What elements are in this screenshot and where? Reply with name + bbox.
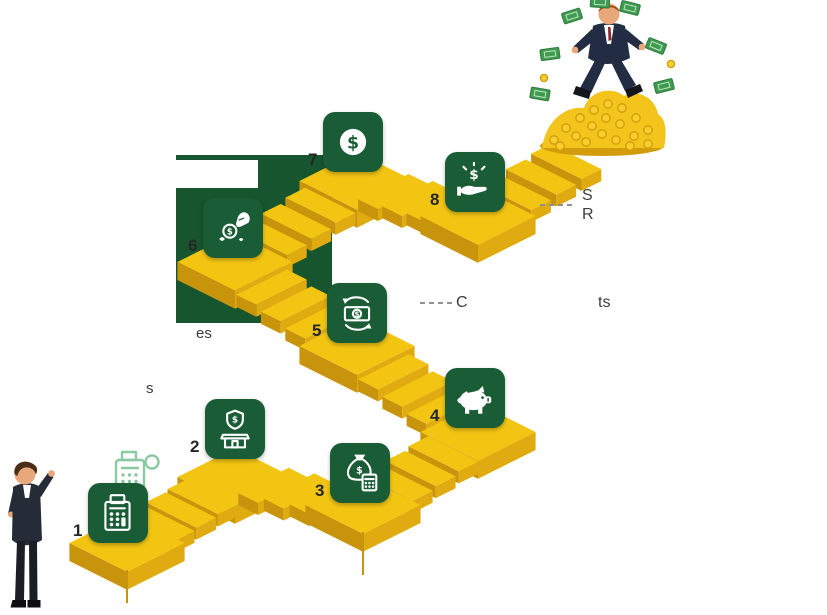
svg-text:$: $ xyxy=(227,227,233,237)
person-at-start xyxy=(8,461,55,608)
step-number-7: 7 xyxy=(308,150,318,169)
insurance-storefront-icon: $ xyxy=(220,409,250,449)
step-number-8: 8 xyxy=(430,190,440,209)
svg-text:$: $ xyxy=(469,167,479,183)
money-bag-calculator-icon: $ xyxy=(346,454,378,492)
businessman-on-gold-pile xyxy=(529,0,676,156)
label-fragment-b: s xyxy=(146,380,154,397)
step-badge-6: 6 $ xyxy=(188,198,263,258)
step-number-2: 2 xyxy=(190,437,200,456)
cash-refund-icon: $ xyxy=(342,296,372,331)
svg-text:$: $ xyxy=(355,310,360,318)
step-badge-7: 7 $ xyxy=(308,112,383,172)
ghost-calculator-icon xyxy=(114,450,160,492)
label-fragment-a: es xyxy=(196,325,212,342)
step-badge-2: 2 $ xyxy=(190,399,265,459)
businessman xyxy=(571,3,646,99)
flying-money-bills xyxy=(529,0,675,102)
printing-calculator-icon xyxy=(104,494,131,531)
redaction-box xyxy=(168,160,258,188)
dollar-coin-icon: $ xyxy=(339,128,367,156)
step-badge-8: 8 $ xyxy=(430,152,505,212)
step-number-6: 6 xyxy=(188,236,198,255)
callout-step-8: S R xyxy=(582,186,594,224)
callout-5-suffix: ts xyxy=(598,294,611,311)
gold-coins-pile xyxy=(539,59,676,156)
svg-text:$: $ xyxy=(356,466,363,477)
hand-coin-icon: $ xyxy=(219,212,250,242)
hand-dollar-icon: $ xyxy=(457,161,487,196)
svg-text:$: $ xyxy=(232,415,238,425)
svg-text:$: $ xyxy=(347,133,359,153)
callout-8-line1: S xyxy=(582,187,593,204)
step-number-1: 1 xyxy=(73,521,83,540)
step-number-4: 4 xyxy=(430,406,440,425)
gold-staircase xyxy=(69,143,602,590)
step-badge-1: 1 xyxy=(73,483,148,543)
step-number-5: 5 xyxy=(312,321,322,340)
step-badge-5: 5 $ xyxy=(312,283,387,343)
step-number-3: 3 xyxy=(315,481,325,500)
piggy-bank-icon xyxy=(457,385,492,414)
callout-step-5: C ts xyxy=(456,294,626,314)
callout-5-prefix: C xyxy=(456,294,468,311)
step-badge-3: 3 $ xyxy=(315,443,390,503)
step-badge-4: 4 xyxy=(430,368,505,428)
callout-8-line2: R xyxy=(582,206,594,223)
